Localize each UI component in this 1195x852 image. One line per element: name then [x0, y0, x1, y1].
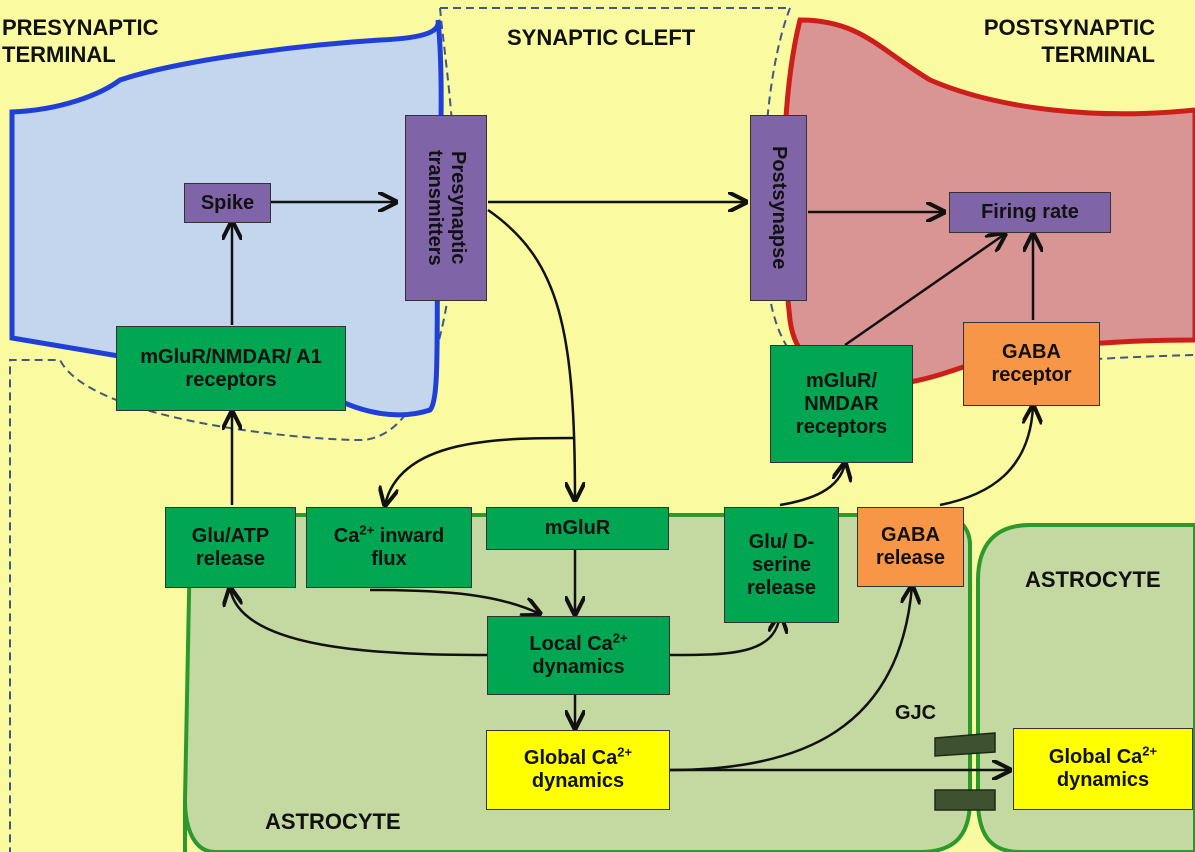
presynaptic-transmitters-text: Presynaptic transmitters — [424, 150, 469, 266]
global-ca-text-b: dynamics — [531, 770, 625, 792]
firing-rate-text: Firing rate — [981, 201, 1079, 223]
astrocyte-right-label-text: ASTROCYTE — [1025, 567, 1161, 592]
local-ca-dynamics-node: Local Ca2+ dynamics — [487, 616, 670, 695]
mglur-nmdar-receptors-text: mGluR/ NMDAR receptors — [795, 369, 888, 438]
ca-inward-flux-text-a: Ca — [333, 524, 360, 547]
global-ca-sup: 2+ — [617, 744, 633, 760]
gjc-channel-bottom — [934, 789, 996, 811]
arrow-dserine-to-nmdar — [779, 463, 845, 507]
gjc-label: GJC — [895, 700, 936, 727]
local-ca-text-a: Local Ca — [529, 632, 613, 655]
presynaptic-label: PRESYNAPTIC TERMINAL — [2, 14, 232, 68]
spike-node: Spike — [184, 183, 271, 223]
arrows — [230, 202, 1033, 770]
gjc-label-text: GJC — [895, 702, 937, 724]
arrow-nmdar-to-firing — [844, 234, 1005, 347]
postsynapse-node: Postsynapse — [750, 115, 807, 301]
global-ca-right-text-b: dynamics — [1056, 769, 1150, 791]
ca-inward-flux-node: Ca2+ inward flux — [306, 507, 472, 588]
mglur-nmdar-receptors-node: mGluR/ NMDAR receptors — [770, 345, 913, 463]
postsynaptic-label-text: POSTSYNAPTIC TERMINAL — [983, 15, 1155, 67]
cleft-label-text: SYNAPTIC CLEFT — [507, 25, 696, 50]
local-ca-text-line1: Local Ca2+ — [529, 629, 628, 656]
presynaptic-label-text: PRESYNAPTIC TERMINAL — [2, 15, 159, 67]
mglur-node: mGluR — [486, 507, 669, 550]
glu-dserine-release-node: Glu/ D-serine release — [724, 507, 839, 623]
astrocyte-main-label-text: ASTROCYTE — [265, 809, 401, 834]
gaba-release-node: GABA release — [857, 507, 964, 587]
glu-atp-release-text: Glu/ATP release — [191, 524, 270, 570]
global-ca-text-a: Global Ca — [523, 747, 618, 769]
arrow-to-ca-influx — [385, 436, 576, 505]
arrow-influx-to-local — [369, 588, 540, 614]
gaba-receptor-node: GABA receptor — [963, 322, 1100, 406]
gaba-receptor-text: GABA receptor — [991, 341, 1072, 386]
global-ca-right-text-a: Global Ca — [1048, 746, 1143, 768]
arrow-local-to-glu-atp — [230, 588, 491, 657]
astrocyte-main-label: ASTROCYTE — [265, 808, 401, 835]
arrow-gabarelease-to-receptor — [939, 406, 1033, 507]
global-ca-right-text-line1: Global Ca2+ — [1048, 743, 1158, 769]
glu-atp-release-node: Glu/ATP release — [165, 507, 296, 588]
mglur-nmdar-a1-text: mGluR/NMDAR/ A1 receptors — [140, 345, 322, 391]
postsynapse-text: Postsynapse — [768, 146, 790, 270]
presynaptic-transmitters-node: Presynaptic transmitters — [405, 115, 487, 301]
ca-inward-flux-sup: 2+ — [359, 521, 375, 537]
gaba-release-text: GABA release — [876, 524, 945, 569]
arrow-global-to-gabarelease — [669, 586, 912, 772]
global-ca-right-sup: 2+ — [1142, 743, 1158, 759]
astrocyte-right-label: ASTROCYTE — [1025, 566, 1161, 593]
postsynaptic-label: POSTSYNAPTIC TERMINAL — [955, 14, 1155, 68]
arrow-local-to-glu-dserine — [669, 615, 780, 657]
global-ca-dynamics-right-node: Global Ca2+ dynamics — [1013, 728, 1193, 810]
mglur-text: mGluR — [544, 517, 611, 539]
firing-rate-node: Firing rate — [949, 192, 1111, 233]
spike-text: Spike — [200, 191, 255, 214]
gjc-channel-top — [934, 732, 996, 757]
global-ca-text-line1: Global Ca2+ — [523, 744, 633, 770]
local-ca-text-b: dynamics — [532, 655, 625, 678]
ca-inward-flux-text: Ca2+ inward flux — [317, 521, 461, 571]
mglur-nmdar-a1-node: mGluR/NMDAR/ A1 receptors — [116, 326, 346, 411]
local-ca-sup: 2+ — [612, 629, 628, 645]
cleft-label: SYNAPTIC CLEFT — [507, 24, 747, 51]
ca-inward-flux-text-b: inward flux — [371, 524, 445, 570]
global-ca-dynamics-node: Global Ca2+ dynamics — [486, 730, 670, 810]
glu-dserine-release-text: Glu/ D-serine release — [747, 530, 816, 599]
